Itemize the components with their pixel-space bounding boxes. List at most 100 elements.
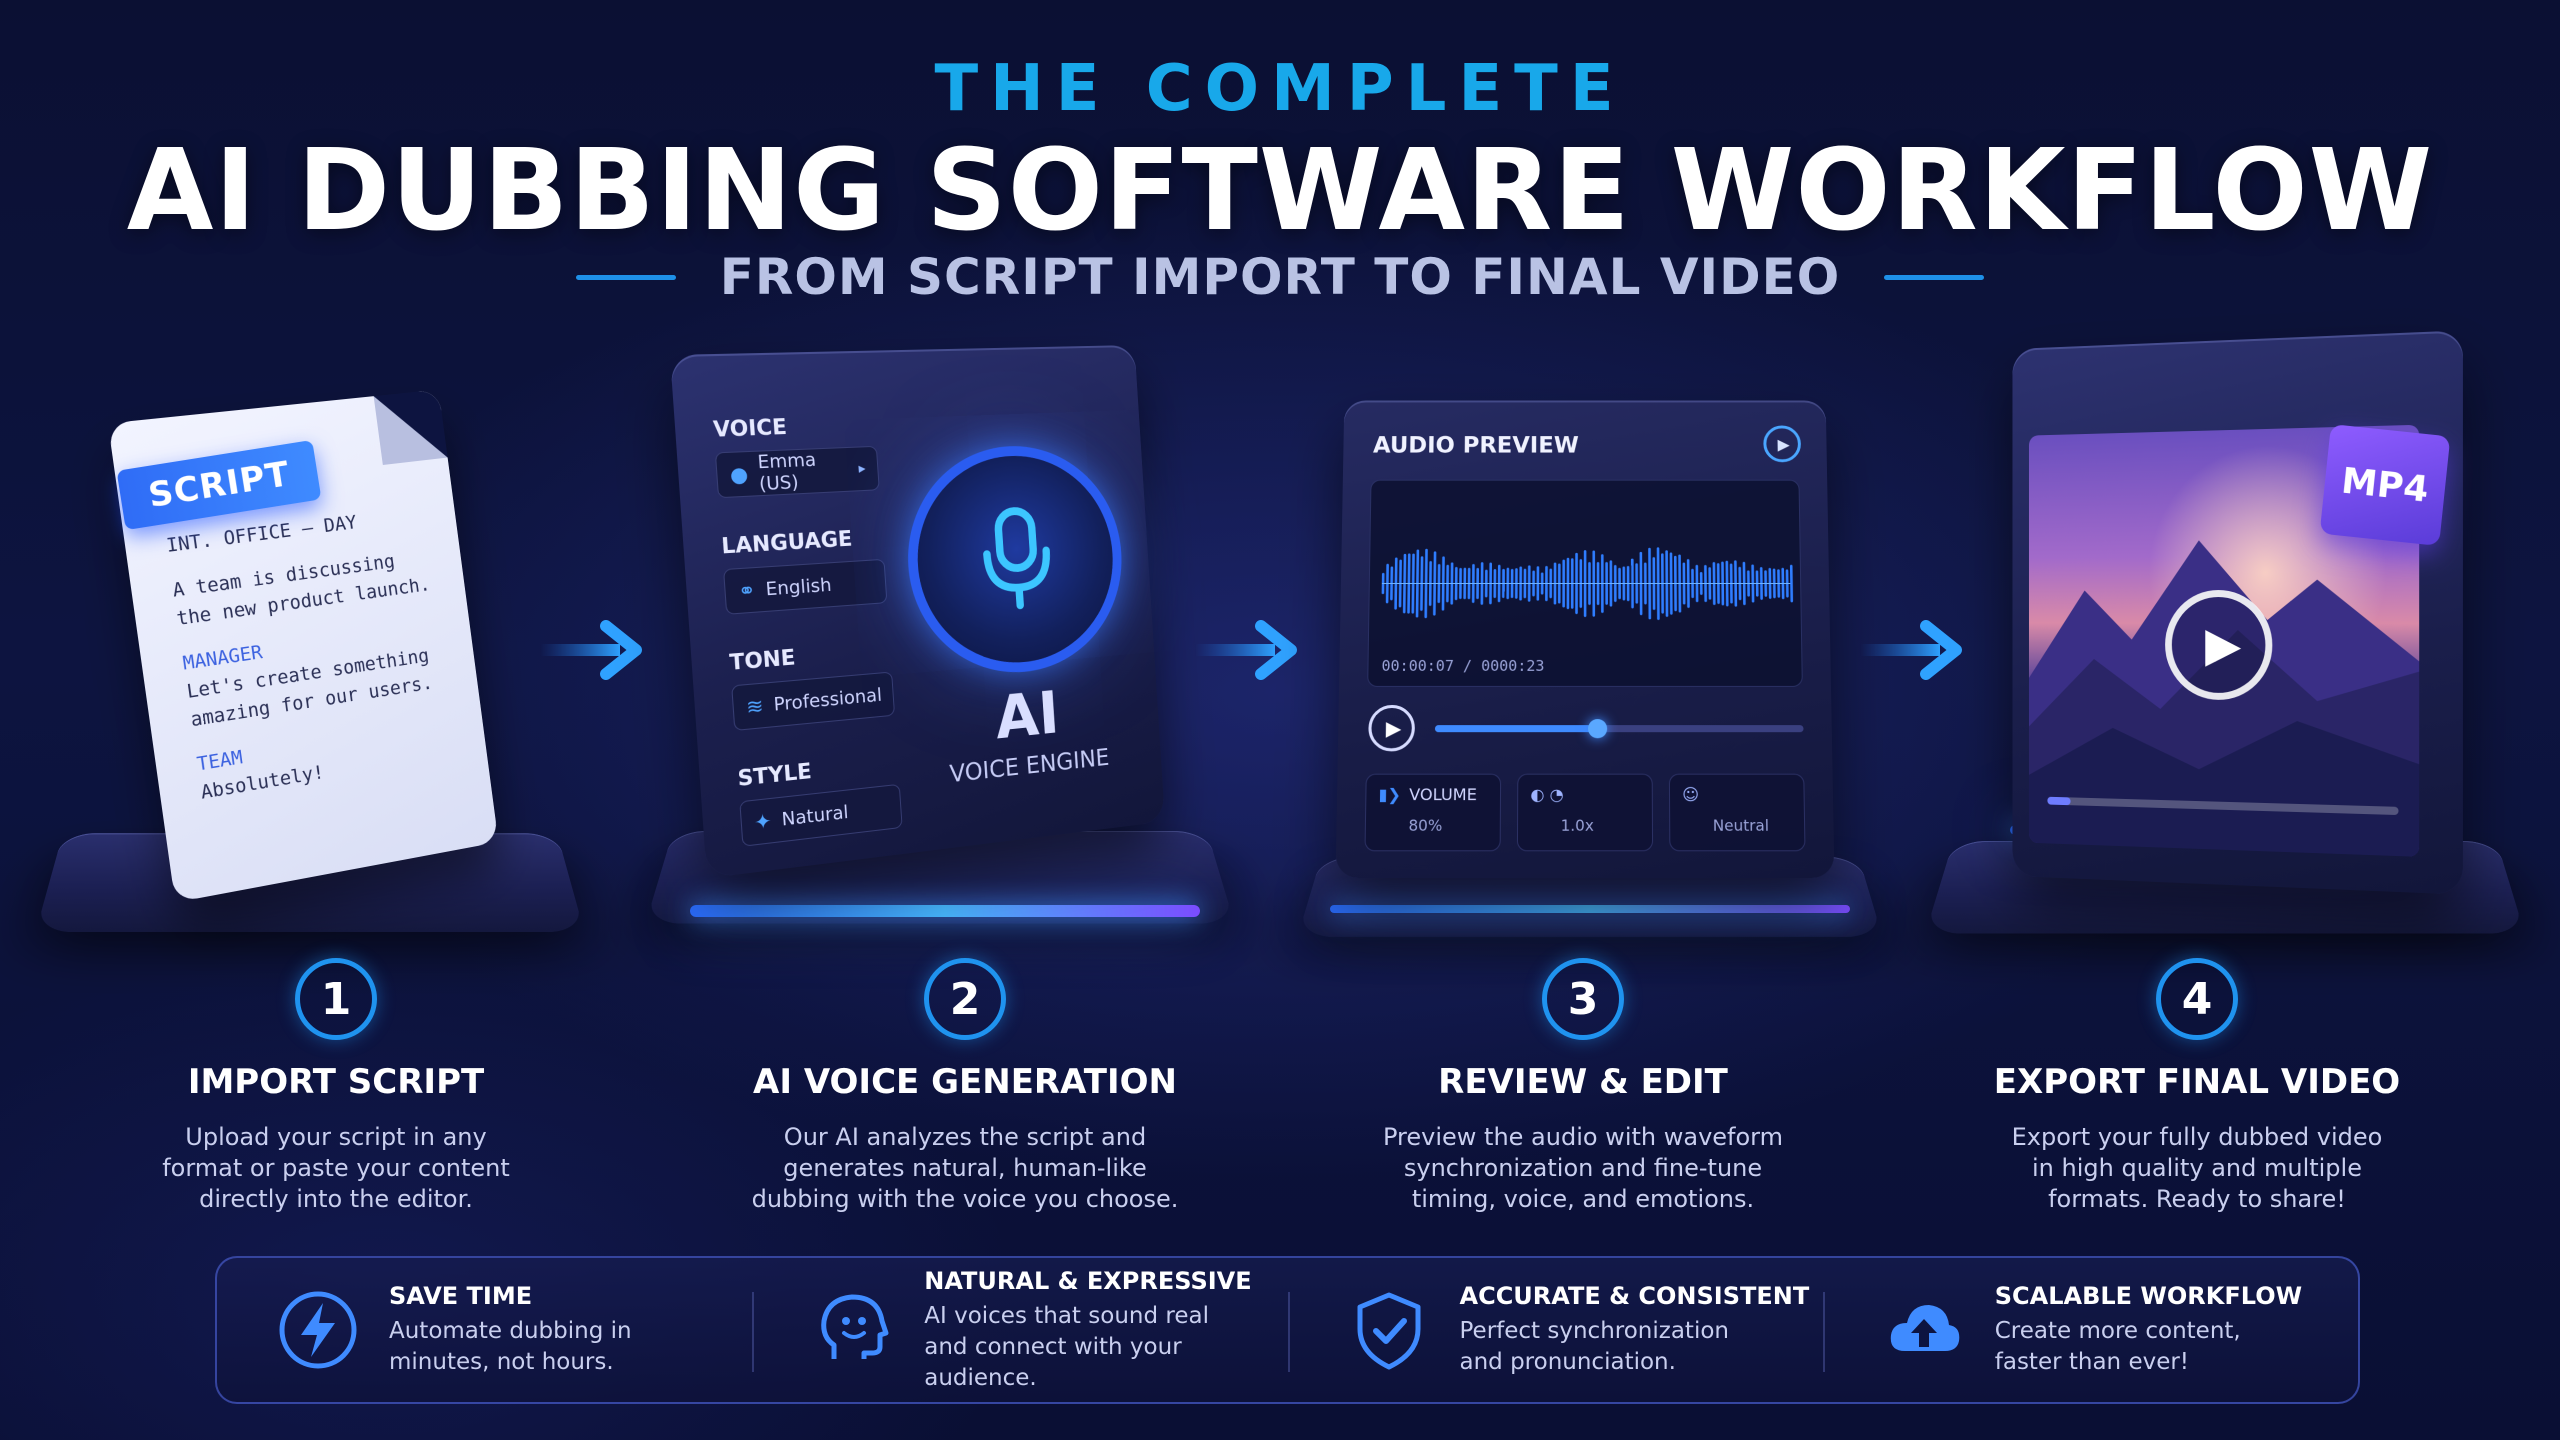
video-play-button[interactable]: ▶ <box>2165 589 2273 701</box>
desc-line: synchronization and fine-tune <box>1403 1154 1763 1182</box>
subtitle-row: FROM SCRIPT IMPORT TO FINAL VIDEO <box>0 248 2560 306</box>
cloud-upload-icon <box>1890 1305 1960 1351</box>
ai-mic-button[interactable] <box>910 451 1119 671</box>
language-label: LANGUAGE <box>720 526 853 559</box>
desc-line: timing, voice, and emotions. <box>1411 1185 1755 1213</box>
volume-value: 80% <box>1408 816 1443 835</box>
head-icon <box>821 1294 889 1359</box>
sparkle-icon: ✦ <box>753 808 773 835</box>
play-icon: ▶ <box>1385 716 1402 741</box>
feature-accurate-consistent: ACCURATE & CONSISTENT Perfect synchroniz… <box>1287 1258 1823 1402</box>
language-value: English <box>764 573 833 600</box>
step-2: 2 AI VOICE GENERATION Our AI analyzes th… <box>685 958 1245 1215</box>
video-progress <box>2047 796 2071 806</box>
script-text: INT. OFFICE – DAY A team is discussing t… <box>165 500 461 807</box>
speed-control[interactable]: ◐ ◔ 1.0x <box>1516 773 1654 852</box>
step-description: Upload your script in any format or past… <box>56 1122 616 1215</box>
volume-control[interactable]: ▮❯VOLUME 80% <box>1364 773 1502 852</box>
waveform-graphic <box>1368 547 1794 620</box>
page-title: AI DUBBING SOFTWARE WORKFLOW <box>126 126 2434 256</box>
page-fold-corner <box>373 389 448 465</box>
speedometer-icon: ◐ ◔ <box>1530 784 1564 805</box>
language-select[interactable]: ⚭ English <box>723 558 888 615</box>
step-number: 3 <box>1542 958 1624 1040</box>
feature-description: Automate dubbing in minutes, not hours. <box>389 1316 632 1378</box>
play-icon: ▶ <box>1777 434 1790 454</box>
emotion-value: Neutral <box>1712 816 1770 835</box>
arrow-right-icon <box>1195 620 1297 680</box>
style-select[interactable]: ✦ Natural <box>739 783 903 847</box>
waveform-icon: ≋ <box>745 693 765 720</box>
globe-icon: ⚭ <box>737 577 757 604</box>
play-icon: ▶ <box>2205 616 2242 674</box>
video-screen[interactable]: ▶ <box>2028 424 2420 857</box>
desc-line: Preview the audio with waveform <box>1382 1123 1783 1151</box>
play-button[interactable]: ▶ <box>1368 704 1416 752</box>
voice-settings-panel: VOICE ● Emma (US) ▸ LANGUAGE ⚭ English T… <box>669 345 1166 881</box>
user-icon: ● <box>729 461 749 488</box>
volume-label: VOLUME <box>1409 784 1478 805</box>
style-label: STYLE <box>736 758 813 792</box>
desc-line: Automate dubbing in <box>389 1318 632 1344</box>
desc-line: formats. Ready to share! <box>2048 1185 2346 1213</box>
feature-description: Perfect synchronization and pronunciatio… <box>1460 1316 1810 1378</box>
feature-title: SCALABLE WORKFLOW <box>1994 1282 2303 1310</box>
step-3: 3 REVIEW & EDIT Preview the audio with w… <box>1303 958 1863 1215</box>
microphone-icon <box>972 503 1062 616</box>
step-description: Export your fully dubbed video in high q… <box>1917 1122 2477 1215</box>
desc-line: Export your fully dubbed video <box>2011 1123 2383 1151</box>
desc-line: AI voices that sound real <box>924 1302 1209 1329</box>
step-number: 2 <box>924 958 1006 1040</box>
feature-description: Create more content, faster than ever! <box>1995 1316 2302 1378</box>
emotion-face-icon: ☺ <box>1682 784 1700 805</box>
desc-line: Create more content, <box>1994 1318 2241 1344</box>
waveform-bar <box>1789 564 1794 603</box>
playback-time: 00:00:07 / 0000:23 <box>1381 656 1545 675</box>
speed-value: 1.0x <box>1560 816 1594 835</box>
chevron-right-icon: ▸ <box>858 460 867 478</box>
waveform-view[interactable] <box>1367 479 1803 687</box>
step-1: 1 IMPORT SCRIPT Upload your script in an… <box>56 958 616 1215</box>
step-title: AI VOICE GENERATION <box>753 1062 1177 1102</box>
step-4: 4 EXPORT FINAL VIDEO Export your fully d… <box>1917 958 2477 1215</box>
feature-title: NATURAL & EXPRESSIVE <box>924 1266 1252 1295</box>
step-title: EXPORT FINAL VIDEO <box>1993 1062 2401 1102</box>
playback-progress <box>1434 725 1598 733</box>
voice-value: Emma (US) <box>756 449 817 496</box>
mp4-format-tag: MP4 <box>2319 424 2451 546</box>
desc-line: in high quality and multiple <box>2032 1154 2362 1182</box>
video-monitor: ▶ <box>2012 330 2463 895</box>
arrow-right-icon <box>540 620 642 680</box>
shield-check-icon <box>1357 1292 1420 1370</box>
header-kicker: THE COMPLETE <box>934 52 1626 126</box>
desc-line: and pronunciation. <box>1459 1349 1676 1375</box>
subtitle-rule-right <box>1884 274 1985 280</box>
style-value: Natural <box>780 801 850 831</box>
desc-line: dubbing with the voice you choose. <box>751 1185 1179 1213</box>
step-title: REVIEW & EDIT <box>1438 1062 1728 1102</box>
step-description: Preview the audio with waveform synchron… <box>1303 1122 1863 1215</box>
voice-settings-list: VOICE ● Emma (US) ▸ LANGUAGE ⚭ English T… <box>712 411 905 881</box>
audio-preview-title: AUDIO PREVIEW <box>1372 433 1579 459</box>
playback-handle[interactable] <box>1588 719 1608 739</box>
feature-natural-expressive: NATURAL & EXPRESSIVE AI voices that soun… <box>752 1258 1287 1402</box>
tone-select[interactable]: ≋ Professional <box>731 671 896 732</box>
desc-line: Perfect synchronization <box>1459 1318 1730 1344</box>
playback-slider[interactable] <box>1434 719 1804 739</box>
tone-value: Professional <box>772 684 883 716</box>
audio-glow-strip <box>1330 905 1850 913</box>
features-bar: SAVE TIME Automate dubbing in minutes, n… <box>215 1256 2360 1404</box>
page-subtitle: FROM SCRIPT IMPORT TO FINAL VIDEO <box>719 248 1841 306</box>
emotion-control[interactable]: ☺ Neutral <box>1668 773 1806 852</box>
desc-line: Our AI analyzes the script and <box>783 1123 1147 1151</box>
feature-title: ACCURATE & CONSISTENT <box>1459 1282 1810 1310</box>
voice-select[interactable]: ● Emma (US) ▸ <box>714 445 880 499</box>
desc-line: Upload your script in any <box>185 1123 487 1151</box>
desc-line: format or paste your content <box>162 1154 510 1182</box>
step-number: 4 <box>2156 958 2238 1040</box>
desc-line: and connect with your audience. <box>924 1333 1182 1391</box>
preview-play-button[interactable]: ▶ <box>1763 425 1802 463</box>
tone-label: TONE <box>728 644 797 676</box>
desc-line: minutes, not hours. <box>389 1349 614 1375</box>
feature-save-time: SAVE TIME Automate dubbing in minutes, n… <box>217 1258 752 1402</box>
